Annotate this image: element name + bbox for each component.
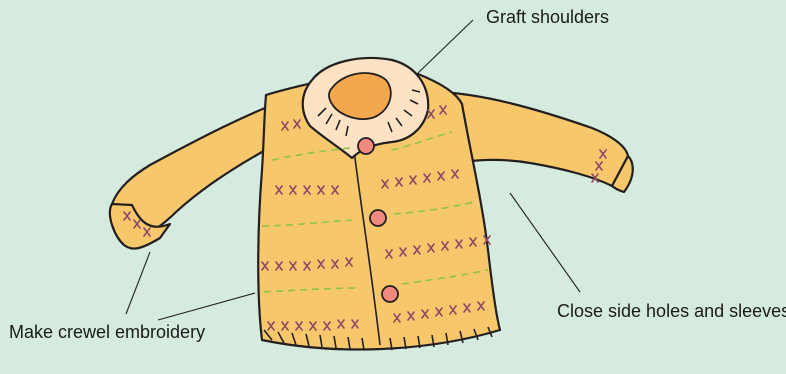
leader-line-close-sides [510,193,580,292]
label-crewel-embroidery: Make crewel embroidery [9,320,209,344]
leader-line-graft [418,20,473,73]
label-close-side-holes: Close side holes and sleeves [557,299,786,323]
leader-line-crewel-sleeve [126,252,150,314]
button-top [358,138,374,154]
button-bottom [382,286,398,302]
button-middle [370,210,386,226]
leader-line-crewel-body [158,293,255,320]
label-graft-shoulders: Graft shoulders [486,5,609,29]
